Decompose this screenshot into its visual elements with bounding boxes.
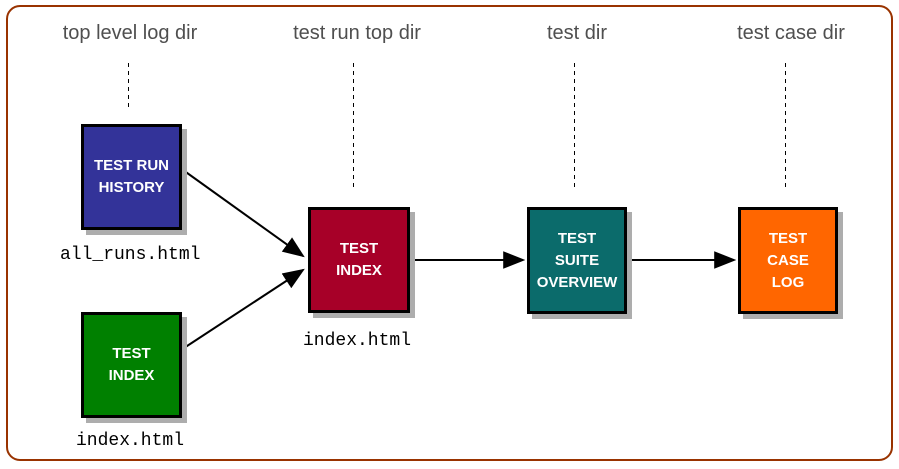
- node-label-line: INDEX: [336, 262, 382, 279]
- node-label-line: TEST: [557, 229, 597, 247]
- diagram-frame: [6, 5, 893, 461]
- column-guide-line-2: [353, 63, 354, 191]
- node-label-line: CASE: [767, 251, 809, 269]
- node-label-line: TEST RUN: [94, 157, 169, 174]
- node-test-run-history: TEST RUN HISTORY: [81, 124, 182, 230]
- column-header-test-case-dir: test case dir: [737, 22, 845, 44]
- file-label-index-html-run: index.html: [303, 331, 412, 351]
- node-label-line: HISTORY: [98, 179, 165, 196]
- node-label-line: TEST: [768, 229, 808, 247]
- node-test-suite-overview: TEST SUITE OVERVIEW: [527, 207, 627, 314]
- node-label-line: SUITE: [554, 251, 600, 269]
- column-header-test-dir: test dir: [546, 22, 608, 44]
- node-test-index-run: TEST INDEX: [308, 207, 410, 313]
- node-label-line: TEST: [112, 345, 151, 362]
- column-header-top-level-log-dir: top level log dir: [62, 22, 198, 44]
- node-label-line: LOG: [771, 273, 805, 291]
- file-label-index-html-top: index.html: [76, 431, 185, 451]
- column-guide-line-4: [785, 63, 786, 191]
- node-label-line: INDEX: [108, 367, 155, 384]
- node-label-line: OVERVIEW: [536, 273, 618, 291]
- column-guide-line-3: [574, 63, 575, 191]
- file-label-all-runs-html: all_runs.html: [60, 245, 201, 265]
- column-guide-line-1: [128, 63, 129, 107]
- node-test-index-top-level: TEST INDEX: [81, 312, 182, 418]
- column-header-test-run-top-dir: test run top dir: [293, 22, 421, 44]
- node-label-line: TEST: [339, 240, 379, 257]
- node-test-case-log: TEST CASE LOG: [738, 207, 838, 314]
